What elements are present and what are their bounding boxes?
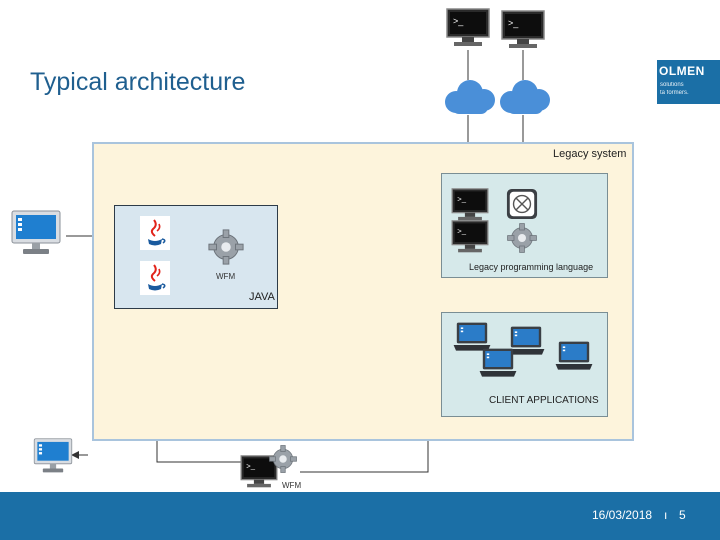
legacy-language-label: Legacy programming language [469, 262, 594, 272]
company-logo: OLMEN solutions ta formers. [657, 60, 720, 104]
desktop-monitor-icon [33, 438, 73, 473]
java-container [114, 205, 278, 309]
terminal-icon [451, 188, 489, 221]
terminal-icon [451, 220, 489, 253]
desktop-monitor-icon [11, 210, 61, 255]
java-icon [140, 261, 170, 295]
java-label: JAVA [249, 291, 275, 303]
legacy-system-label: Legacy system [553, 148, 627, 160]
laptop-icon [555, 341, 593, 370]
terminal-icon [446, 8, 490, 47]
client-applications-container [441, 312, 608, 417]
laptop-icon [453, 322, 491, 351]
gear-icon [507, 223, 537, 253]
gear-icon [208, 229, 244, 265]
page-number: 5 [679, 508, 686, 522]
logo-tagline-line-1: solutions [660, 82, 684, 88]
wfm-label-outer: WFM [282, 481, 302, 490]
logo-tagline-line-2: ta formers. [660, 90, 689, 96]
footer-separator: ı [664, 508, 668, 522]
cloud-icon [445, 80, 495, 114]
client-applications-label: CLIENT APPLICATIONS [489, 395, 599, 406]
terminal-icon [501, 10, 545, 49]
cloud-icon [500, 80, 550, 114]
legacy-language-container [441, 173, 608, 278]
footer-bar [0, 492, 720, 540]
wfm-label-inner: WFM [216, 272, 236, 281]
hub-icon [506, 188, 538, 220]
footer-date: 16/03/2018 [592, 508, 653, 522]
java-icon [140, 216, 170, 250]
laptop-icon [479, 348, 517, 377]
logo-brand: OLMEN [659, 64, 705, 78]
slide-title: Typical architecture [30, 68, 246, 96]
